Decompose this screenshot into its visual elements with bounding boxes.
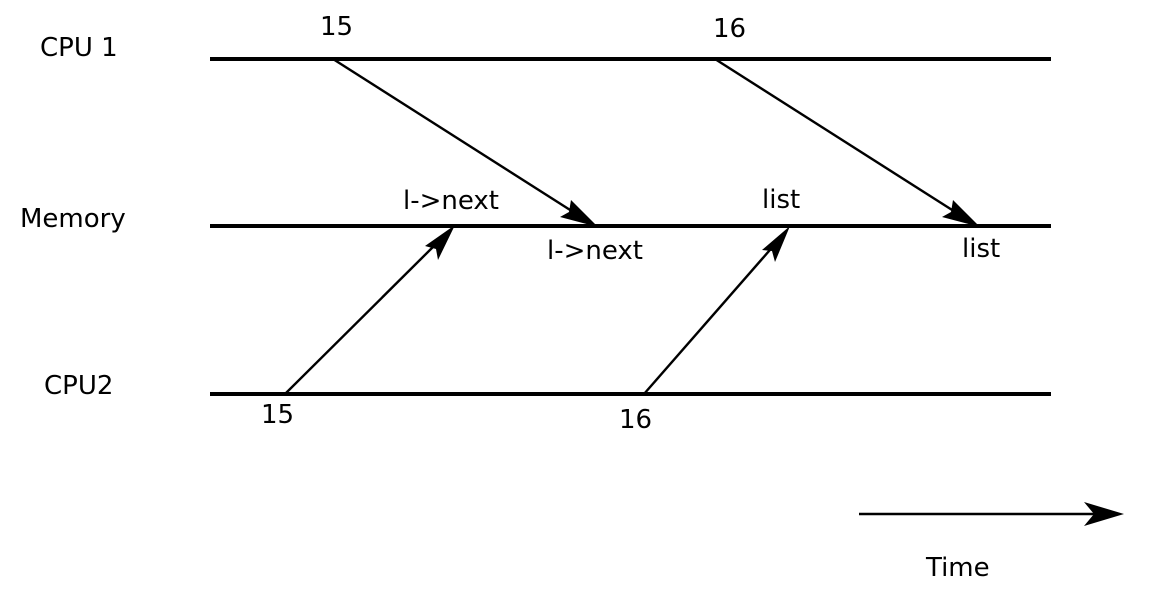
row-label-memory: Memory xyxy=(20,204,126,234)
arrow-cpu2-write-16 xyxy=(643,226,790,395)
cpu2-event-label-16: 16 xyxy=(619,405,652,435)
memory-label-cpu2-list: list xyxy=(762,185,800,215)
time-label: Time xyxy=(925,553,990,583)
arrow-cpu1-write-15 xyxy=(332,57,598,227)
memory-label-cpu1-list: list xyxy=(962,234,1000,264)
cpu1-event-label-15: 15 xyxy=(320,12,353,42)
memory-label-cpu1-next: l->next xyxy=(547,236,643,266)
cpu1-event-label-16: 16 xyxy=(713,14,746,44)
row-label-cpu1: CPU 1 xyxy=(40,33,118,63)
arrow-cpu2-write-15 xyxy=(284,225,455,395)
time-axis-arrow xyxy=(859,502,1124,526)
memory-label-cpu2-next: l->next xyxy=(403,186,499,216)
arrow-cpu1-write-16 xyxy=(714,57,980,227)
cpu2-event-label-15: 15 xyxy=(261,400,294,430)
row-label-cpu2: CPU2 xyxy=(44,371,113,401)
